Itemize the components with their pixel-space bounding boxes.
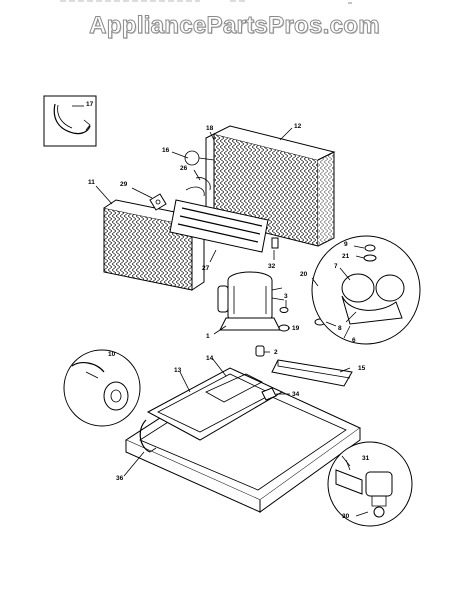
capillary-tube-inset xyxy=(43,95,97,147)
callout-12: 12 xyxy=(294,123,302,130)
solenoid-detail-circle xyxy=(63,349,141,427)
callout-2: 2 xyxy=(274,349,278,356)
callout-3: 3 xyxy=(284,293,288,300)
callout-31: 31 xyxy=(362,455,370,462)
callout-9: 9 xyxy=(344,241,348,248)
callout-7: 7 xyxy=(334,263,338,270)
tubing-assembly xyxy=(169,150,269,253)
clip-34 xyxy=(261,387,277,401)
callout-15: 15 xyxy=(358,365,366,372)
cropped-header-fragment xyxy=(60,0,352,4)
callout-6: 6 xyxy=(352,337,356,344)
callout-14: 14 xyxy=(206,355,214,362)
part-32 xyxy=(271,237,279,249)
callout-8: 8 xyxy=(338,325,342,332)
evaporator-coil xyxy=(103,199,206,291)
callout-13: 13 xyxy=(174,367,182,374)
callout-18: 18 xyxy=(206,125,214,132)
callout-17: 17 xyxy=(86,101,94,108)
callout-26: 26 xyxy=(180,165,188,172)
callout-10: 10 xyxy=(108,351,116,358)
callout-labels: 17 11 29 16 18 26 12 27 32 20 3 19 1 2 9… xyxy=(86,101,370,520)
switch-detail-circle xyxy=(327,441,413,527)
callout-21: 21 xyxy=(342,253,350,260)
capacitor-detail-circle xyxy=(311,235,421,345)
callout-27: 27 xyxy=(202,265,210,272)
compressor xyxy=(217,271,285,331)
callout-1: 1 xyxy=(206,333,210,340)
fitting-29 xyxy=(149,193,167,211)
base-pan xyxy=(124,367,361,513)
callout-11: 11 xyxy=(88,179,95,186)
bracket-15 xyxy=(271,359,353,387)
callout-32: 32 xyxy=(268,263,276,270)
callout-30: 30 xyxy=(342,513,350,520)
callout-16: 16 xyxy=(162,147,170,154)
watermark-logo: AppliancePartsPros.com xyxy=(89,12,380,40)
callout-20: 20 xyxy=(300,271,308,278)
callout-19: 19 xyxy=(292,325,300,332)
leader-lines xyxy=(72,105,369,517)
callout-29: 29 xyxy=(120,181,128,188)
callout-36: 36 xyxy=(116,475,124,482)
callout-34: 34 xyxy=(292,391,300,398)
